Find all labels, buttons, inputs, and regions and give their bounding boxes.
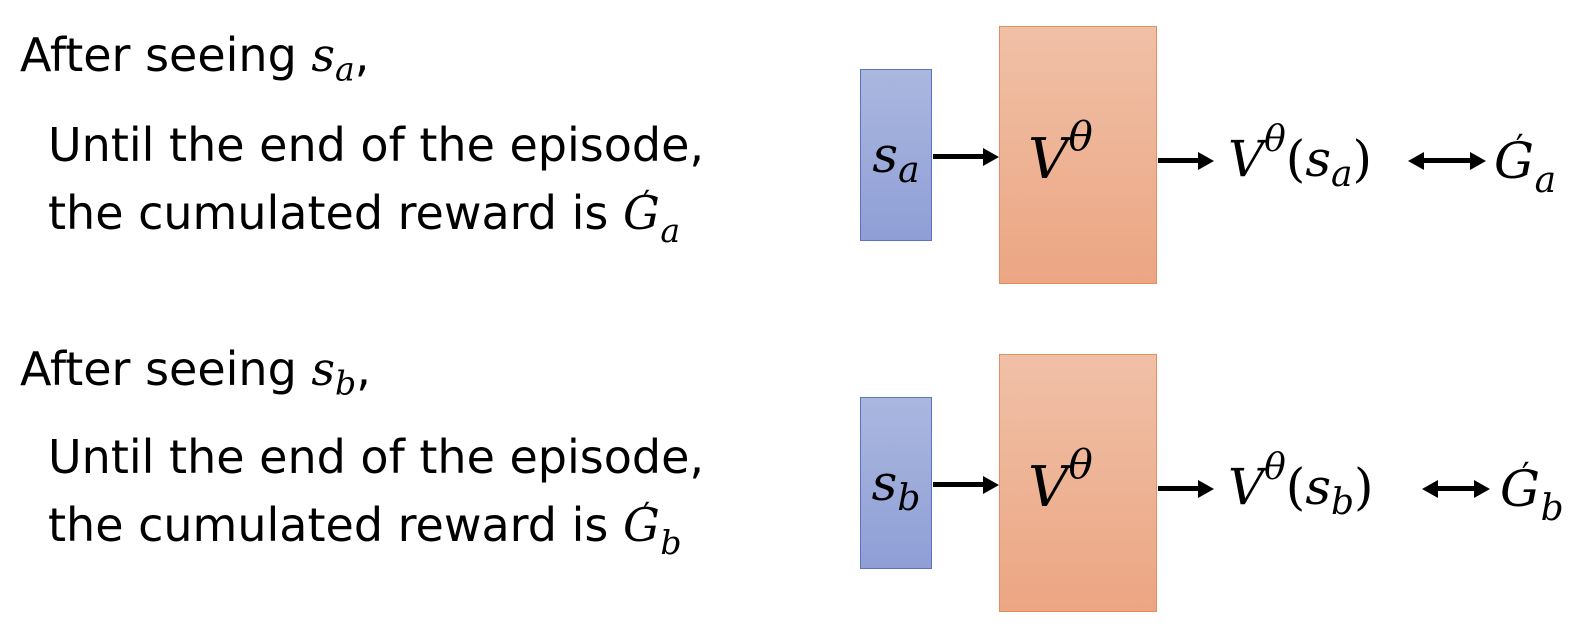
input-state-label-a: sa: [872, 126, 920, 192]
heading-a-comma: ,: [354, 28, 370, 82]
reward-line-a-text: the cumulated reward is: [48, 186, 609, 240]
value-network-label-b: Vθ: [1028, 440, 1093, 520]
return-symbol-b: G′b: [622, 495, 682, 563]
input-state-label-b: sb: [871, 454, 921, 520]
heading-b-text: After seeing: [20, 342, 297, 396]
reward-line-a: the cumulated reward is G′a: [48, 183, 681, 251]
input-state-box-a: sa: [860, 69, 932, 241]
compare-arrow-a: [1408, 151, 1486, 170]
episode-line-a: Until the end of the episode,: [48, 118, 705, 172]
compare-arrow-b: [1422, 479, 1490, 498]
return-output-a: G′a: [1494, 127, 1557, 202]
value-output-a: Vθ(sa): [1228, 118, 1372, 196]
value-network-box-a: Vθ: [999, 26, 1157, 284]
reward-line-b-text: the cumulated reward is: [48, 498, 609, 552]
return-output-b: G′b: [1500, 455, 1564, 530]
reward-line-b: the cumulated reward is G′b: [48, 495, 682, 563]
heading-b: After seeing sb,: [20, 346, 371, 399]
heading-b-comma: ,: [356, 342, 371, 396]
input-state-box-b: sb: [860, 397, 932, 569]
arrow-model-to-output-a: [1158, 151, 1214, 170]
arrow-input-to-model-b: [933, 475, 999, 494]
state-symbol-b: sb: [311, 342, 357, 403]
value-network-box-b: Vθ: [999, 354, 1157, 612]
state-symbol-a: sa: [311, 28, 355, 89]
episode-line-b: Until the end of the episode,: [48, 430, 705, 484]
arrow-input-to-model-a: [933, 147, 999, 166]
return-symbol-a: G′a: [622, 183, 681, 251]
value-output-b: Vθ(sb): [1228, 446, 1374, 524]
arrow-model-to-output-b: [1158, 479, 1214, 498]
heading-a-text: After seeing: [20, 28, 297, 82]
value-network-label-a: Vθ: [1028, 112, 1093, 192]
heading-a: After seeing sa,: [20, 32, 369, 85]
